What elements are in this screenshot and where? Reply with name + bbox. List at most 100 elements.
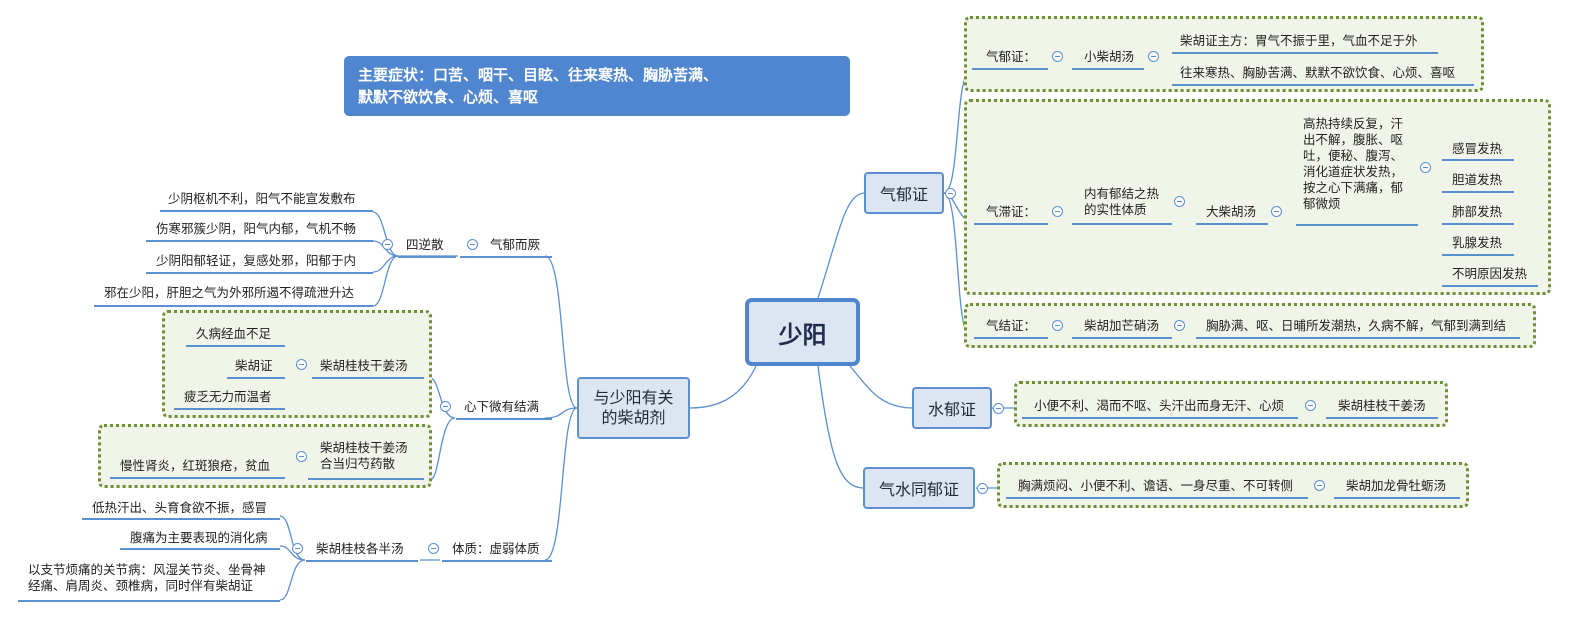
group-dachaihu (964, 99, 1551, 295)
underline (1326, 417, 1438, 419)
desc-line: 按之心下满痛，郁 (1303, 180, 1404, 195)
leaf-xiaochaihu-1: 柴胡证主方：胃气不振于里，气血不足于外 (1180, 33, 1418, 48)
collapse-icon[interactable] (1052, 206, 1063, 217)
collapse-icon[interactable] (1052, 320, 1063, 331)
collapse-icon[interactable] (428, 543, 439, 554)
collapse-icon[interactable] (1271, 206, 1282, 217)
node-qiyu[interactable]: 气郁证 (864, 172, 944, 214)
summary-line-1: 主要症状：口苦、咽干、目眩、往来寒热、胸胁苦满、 (358, 66, 719, 84)
leaf-geban-2: 腹痛为主要表现的消化病 (130, 530, 268, 545)
branch-tizhi: 体质：虚弱体质 (452, 541, 540, 556)
collapse-icon[interactable] (1148, 51, 1159, 62)
leaf-xiaochaihu-2: 往来寒热、胸胁苦满、默默不欲饮食、心烦、喜呕 (1180, 65, 1456, 80)
nature-line-2: 的实性体质 (1084, 202, 1147, 217)
fever-breast: 乳腺发热 (1452, 235, 1503, 250)
underline (18, 600, 280, 602)
node-label-line-1: 与少阳有关 (593, 388, 674, 407)
underline (120, 548, 280, 550)
symptom-qishui: 胸满烦闷、小便不利、谵语、一身尽重、不可转侧 (1018, 478, 1294, 493)
underline (974, 337, 1048, 339)
underline (1442, 191, 1514, 193)
collapse-icon[interactable] (945, 188, 956, 199)
main-symptoms-box: 主要症状：口苦、咽干、目眩、往来寒热、胸胁苦满、 默默不欲饮食、心烦、喜呕 (344, 56, 850, 116)
formula-mangxiao: 柴胡加芒硝汤 (1084, 318, 1160, 333)
collapse-icon[interactable] (977, 483, 988, 494)
sub-qizhi: 气滞证： (986, 204, 1037, 219)
dachaihu-description: 高热持续反复，汗 出不解，腹胀、呕 吐，便秘、腹泻、 消化道症状发热， 按之心下… (1303, 116, 1415, 212)
collapse-icon[interactable] (296, 359, 307, 370)
branch-qiyu-jue: 气郁而厥 (490, 237, 541, 252)
formula-guizhi-ganjiang: 柴胡桂枝干姜汤 (320, 358, 408, 373)
collapse-icon[interactable] (1314, 480, 1325, 491)
sub-qiyu: 气郁证： (986, 49, 1037, 64)
underline (1442, 254, 1514, 256)
collapse-icon[interactable] (292, 543, 303, 554)
leaf-sini-4: 邪在少阳，肝胆之气为外邪所遏不得疏泄升达 (104, 285, 355, 300)
collapse-icon[interactable] (440, 401, 451, 412)
leaf-ganjiang-1: 久病经血不足 (196, 326, 272, 341)
leaf-danggui: 慢性肾炎，红斑狼疮，贫血 (120, 458, 271, 473)
formula-guizhi-geban: 柴胡桂枝各半汤 (316, 541, 404, 556)
underline (1072, 337, 1172, 339)
underline (1442, 285, 1538, 287)
underline (1196, 337, 1520, 339)
collapse-icon[interactable] (1305, 400, 1316, 411)
nature-line-1: 内有郁结之热 (1084, 186, 1160, 201)
formula-sini: 四逆散 (406, 237, 444, 252)
desc-line: 吐，便秘、腹泻、 (1303, 148, 1404, 163)
underline (1172, 84, 1474, 86)
formula-line-1: 柴胡桂枝干姜汤 (320, 440, 408, 455)
formula-qishui: 柴胡加龙骨牡蛎汤 (1346, 478, 1447, 493)
underline (312, 377, 424, 379)
underline (308, 478, 424, 480)
root-node[interactable]: 少阳 (745, 298, 860, 366)
desc-line: 消化道症状发热， (1303, 164, 1404, 179)
collapse-icon[interactable] (296, 451, 307, 462)
underline (82, 518, 280, 520)
fever-lung: 肺部发热 (1452, 204, 1503, 219)
collapse-icon[interactable] (1420, 162, 1431, 173)
underline (398, 256, 456, 258)
fever-unknown: 不明原因发热 (1452, 266, 1528, 281)
collapse-icon[interactable] (1174, 320, 1185, 331)
underline (186, 345, 285, 347)
leaf-sini-3: 少阴阳郁轻证，复感处邪，阳郁于内 (156, 253, 357, 268)
underline (972, 68, 1048, 70)
group-qishui (997, 462, 1469, 508)
underline (1072, 68, 1144, 70)
group-shuiyu (1014, 381, 1448, 427)
node-shuiyu[interactable]: 水郁证 (912, 387, 992, 429)
formula-ganjiang-danggui: 柴胡桂枝干姜汤 合当归芍药散 (320, 440, 424, 472)
underline (1072, 223, 1172, 225)
underline (456, 418, 552, 420)
leaf-geban-1: 低热汗出、头育食欲不振，感冒 (92, 500, 268, 515)
underline (1442, 159, 1514, 161)
nature-shixing: 内有郁结之热 的实性体质 (1084, 186, 1174, 218)
group-xiaochaihu (964, 16, 1484, 92)
collapse-icon[interactable] (467, 239, 478, 250)
underline (1196, 223, 1268, 225)
formula-dachaihu: 大柴胡汤 (1206, 204, 1257, 219)
underline (306, 560, 418, 562)
underline (174, 408, 285, 410)
node-chaihu-formulas[interactable]: 与少阳有关 的柴胡剂 (577, 377, 690, 439)
underline (146, 240, 373, 242)
collapse-icon[interactable] (382, 239, 393, 250)
formula-shuiyu: 柴胡桂枝干姜汤 (1338, 398, 1426, 413)
underline (160, 210, 373, 212)
collapse-icon[interactable] (1052, 51, 1063, 62)
underline (442, 560, 552, 562)
underline (1334, 497, 1460, 499)
leaf-line-1: 以支节烦痛的关节病：风湿关节炎、坐骨神 (28, 562, 266, 577)
leaf-geban-3: 以支节烦痛的关节病：风湿关节炎、坐骨神 经痛、肩周炎、颈椎病，同时伴有柴胡证 (28, 562, 278, 594)
underline (974, 223, 1048, 225)
node-qishui[interactable]: 气水同郁证 (863, 467, 975, 509)
symptom-shuiyu: 小便不利、渴而不呕、头汗出而身无汗、心烦 (1034, 398, 1285, 413)
collapse-icon[interactable] (993, 403, 1004, 414)
leaf-line-2: 经痛、肩周炎、颈椎病，同时伴有柴胡证 (28, 578, 254, 593)
underline (146, 272, 373, 274)
desc-line: 郁微烦 (1303, 196, 1341, 211)
desc-line: 出不解，腹胀、呕 (1303, 132, 1404, 147)
underline (1172, 52, 1438, 54)
collapse-icon[interactable] (1174, 196, 1185, 207)
